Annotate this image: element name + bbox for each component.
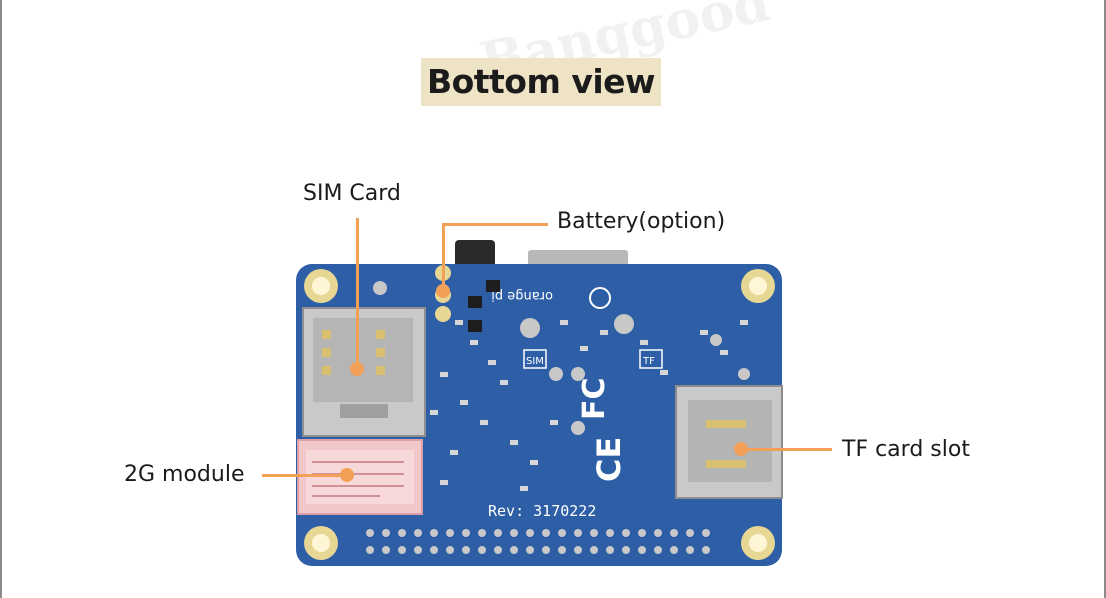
test-pads: [373, 281, 750, 435]
sim-silk-box: [523, 349, 547, 369]
gsm-module-label: 2G module: [124, 462, 245, 487]
sim-card-marker: [350, 362, 364, 376]
gsm-module: [297, 439, 423, 515]
sim-card-slot: [302, 307, 426, 437]
page-title: Bottom view: [426, 62, 656, 101]
sim-silk-label: SIM: [526, 356, 544, 367]
tf-silk-box: [639, 349, 663, 369]
battery-marker: [436, 284, 450, 298]
fc-mark: FC: [577, 377, 612, 420]
battery-label: Battery(option): [557, 209, 726, 234]
gsm-module-marker: [340, 468, 354, 482]
smd-components: [430, 320, 748, 491]
tf-slot-leader: [740, 448, 832, 451]
gpio-header: [366, 529, 710, 554]
usb-port: [528, 250, 628, 268]
battery-leader-vertical: [442, 223, 445, 291]
tf-silk-label: TF: [642, 356, 655, 367]
title-background: [421, 58, 661, 106]
battery-leader-horizontal: [442, 223, 548, 226]
ce-mark: CE: [590, 437, 628, 482]
tf-card-slot: [675, 385, 783, 499]
logo-sun-icon: [589, 287, 611, 309]
sim-card-label: SIM Card: [303, 181, 401, 206]
brand-silkscreen: orange pi: [491, 288, 553, 303]
left-frame-edge: [0, 0, 2, 598]
gsm-module-leader: [262, 474, 346, 477]
tf-slot-marker: [734, 442, 748, 456]
mounting-holes: [304, 269, 775, 560]
right-frame-edge: [1104, 0, 1106, 598]
tf-slot-label: TF card slot: [842, 437, 970, 462]
sim-card-leader: [356, 218, 359, 368]
black-ics: [468, 280, 500, 332]
revision-silkscreen: Rev: 3170222: [488, 502, 596, 520]
